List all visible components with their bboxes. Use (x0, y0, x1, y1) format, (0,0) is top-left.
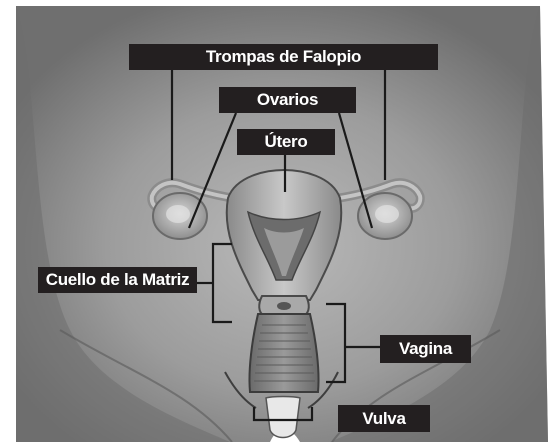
label-uterus: Útero (237, 129, 335, 155)
label-vagina: Vagina (380, 335, 471, 363)
vagina (249, 314, 318, 392)
label-vulva: Vulva (338, 405, 430, 432)
label-fallopian-tubes: Trompas de Falopio (129, 44, 438, 70)
label-cervix: Cuello de la Matriz (38, 267, 197, 293)
label-ovaries: Ovarios (219, 87, 356, 113)
vulva (266, 397, 300, 438)
